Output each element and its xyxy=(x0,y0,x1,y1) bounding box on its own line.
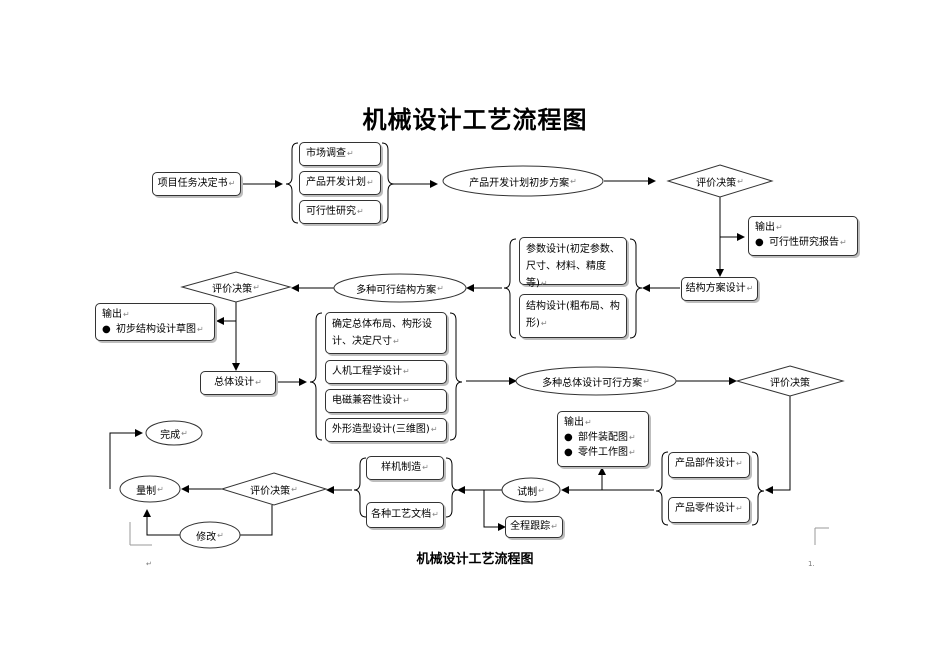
emc-box: 电磁兼容性设计↵ xyxy=(325,389,447,413)
eval-decision-4: 评价决策↵ xyxy=(250,484,298,497)
figure-caption: 机械设计工艺流程图 xyxy=(416,552,534,567)
eval-decision-1: 评价决策↵ xyxy=(696,176,744,189)
prototype-box: 样机制造↵ xyxy=(366,456,444,480)
ergonomics-box: 人机工程学设计↵ xyxy=(325,360,447,384)
modify-node: 修改↵ xyxy=(196,530,224,543)
market-research-box: 市场调查↵ xyxy=(299,142,381,166)
output-2-box: 输出↵ ●初步结构设计草图↵ xyxy=(95,303,215,341)
structure-design-box: 结构方案设计↵ xyxy=(681,277,758,301)
complete-node: 完成↵ xyxy=(160,428,188,441)
docs-box: 各种工艺文档↵ xyxy=(366,502,444,528)
tracking-box: 全程跟踪↵ xyxy=(505,516,563,538)
overall-design-box: 总体设计↵ xyxy=(200,371,276,395)
part-design-box: 产品部件设计↵ xyxy=(668,452,750,478)
trial-node: 试制↵ xyxy=(517,485,545,498)
eval-decision-2: 评价决策↵ xyxy=(212,282,260,295)
eval-decision-3: 评价决策 xyxy=(770,377,810,389)
project-task-box: 项目任务决定书↵ xyxy=(152,172,241,196)
output-1-box: 输出↵ ●可行性研究报告↵ xyxy=(748,216,858,256)
page-title: 机械设计工艺流程图 xyxy=(362,105,588,134)
paragraph-mark-left: ↵ xyxy=(146,560,152,568)
output-3-box: 输出↵ ●部件装配图↵ ●零件工作图↵ xyxy=(557,411,649,467)
feasibility-box: 可行性研究↵ xyxy=(299,200,381,224)
multi-overall-node: 多种总体设计可行方案↵ xyxy=(542,376,650,389)
layout-confirm-box: 确定总体布局、构形设计、决定尺寸↵ xyxy=(325,312,447,354)
paragraph-mark-right: 1. xyxy=(808,560,815,568)
appearance-box: 外形造型设计(三维图)↵ xyxy=(325,418,447,442)
param-design-box: 参数设计(初定参数、尺寸、材料、精度等)↵ xyxy=(519,237,627,289)
initial-plan-node: 产品开发计划初步方案↵ xyxy=(469,176,577,189)
mass-production-node: 量制↵ xyxy=(136,484,164,497)
multi-structure-node: 多种可行结构方案↵ xyxy=(356,283,444,296)
struct-layout-box: 结构设计(粗布局、构形)↵ xyxy=(519,294,627,338)
component-design-box: 产品零件设计↵ xyxy=(668,497,750,523)
dev-plan-box: 产品开发计划↵ xyxy=(299,171,381,195)
